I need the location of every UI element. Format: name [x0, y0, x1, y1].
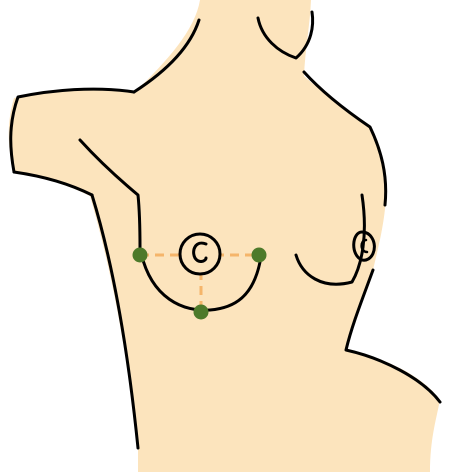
armpit-fold-outline	[78, 138, 142, 250]
torso-left-outline	[90, 193, 140, 450]
areola-outline	[178, 232, 222, 276]
neck-right-outline	[302, 70, 388, 207]
neck-left-outline	[132, 18, 201, 94]
arm-top-outline	[9, 87, 136, 174]
chin-outline	[256, 10, 315, 60]
torso-skin	[8, 0, 441, 472]
arm-lower-outline	[12, 170, 94, 197]
lateral-point	[251, 247, 267, 263]
medial-point	[132, 247, 148, 263]
inferior-point	[193, 304, 209, 320]
breast-left-outline	[138, 246, 262, 312]
right-nipple-inner	[360, 238, 369, 254]
breast-right-outline	[294, 193, 366, 286]
nipple-outline	[192, 241, 208, 263]
right-nipple-outline	[352, 230, 376, 262]
torso-right-outline	[344, 268, 442, 404]
